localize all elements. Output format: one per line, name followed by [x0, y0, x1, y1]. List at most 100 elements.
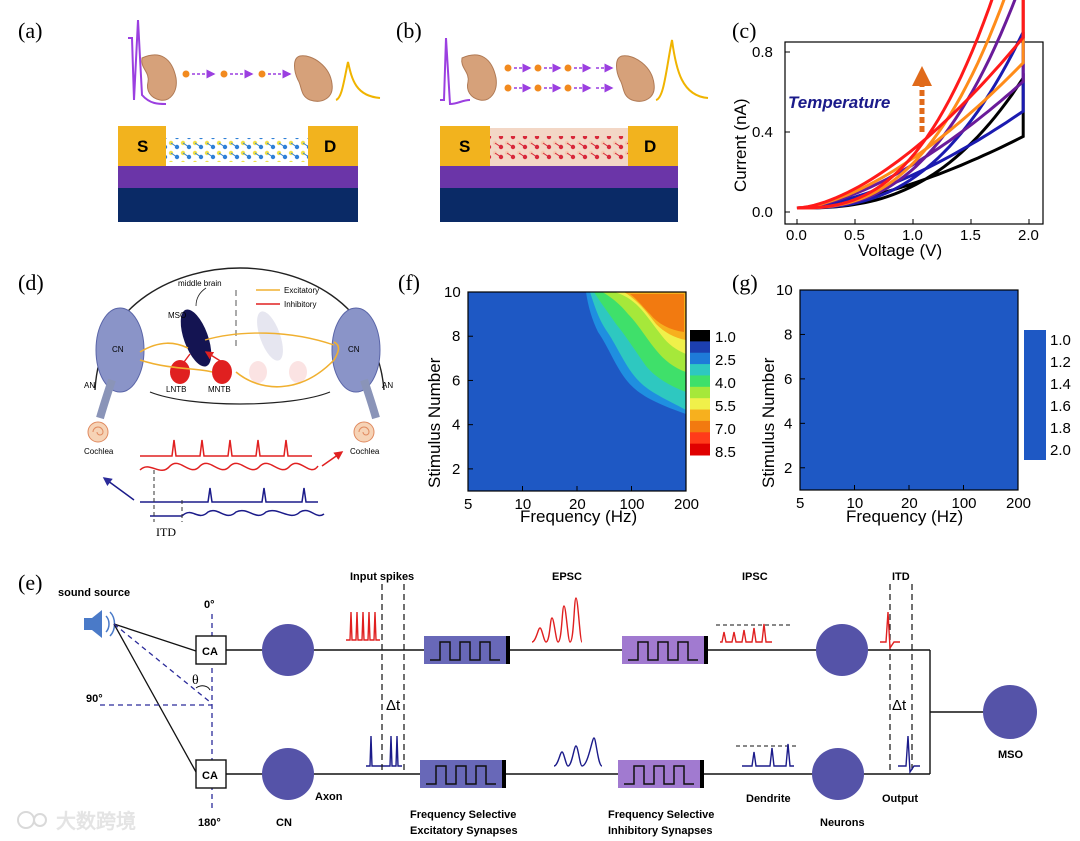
heat-ytick-label: 4	[784, 415, 792, 432]
input-spikes-label: Input spikes	[350, 571, 414, 583]
heatmap-g-plot	[799, 289, 1019, 491]
iv-xtick-label: 1.5	[960, 227, 981, 244]
heat-xtick-label: 20	[901, 495, 918, 512]
lntb-label: LNTB	[166, 385, 186, 394]
neuron-top	[816, 624, 868, 676]
temperature-annotation: Temperature	[788, 93, 890, 112]
iv-xlabel: Voltage (V)	[858, 241, 942, 260]
iv-ticks: 0.00.51.01.52.00.00.40.81.21.6	[752, 44, 1039, 244]
source-label: S	[137, 137, 148, 156]
an-left-label: AN	[84, 381, 95, 390]
colorbar-f-label: 7.0	[715, 421, 736, 438]
iv-xtick-label: 0.0	[786, 227, 807, 244]
angle-180-label: 180°	[198, 817, 221, 829]
iv-ytick-label: 0.4	[752, 124, 773, 141]
watermark-text: 大数跨境	[56, 809, 136, 833]
heat-ytick-label: 4	[452, 417, 460, 434]
dielectric-layer-b	[440, 166, 678, 188]
inhibitory-legend: Inhibitory	[284, 300, 316, 309]
itd-net-label: ITD	[892, 571, 910, 583]
an-right-label: AN	[382, 381, 393, 390]
epsc-trace-bottom	[553, 737, 603, 767]
neuron-terminal-icon	[141, 54, 177, 101]
neuron-terminal-icon-b	[461, 54, 497, 101]
colorbar-f-segment	[690, 432, 710, 445]
cn-left-label: CN	[112, 345, 124, 354]
heatmap-f-ylabel: Stimulus Number	[425, 357, 444, 488]
an-right	[360, 378, 380, 420]
presynaptic-spike-icon-b	[440, 37, 471, 106]
heatmap-g-xlabel: Frequency (Hz)	[846, 507, 963, 526]
blue-spike-train	[140, 487, 318, 503]
colorbar-g-label: 1.2	[1050, 354, 1071, 371]
heat-ytick-label: 6	[784, 371, 792, 388]
presynaptic-spike-icon	[128, 19, 167, 105]
itd-label: ITD	[156, 525, 176, 539]
delta-t-input: Δt	[386, 697, 401, 714]
heatmap-g-colorbar: 1.01.21.41.61.82.0	[1024, 330, 1071, 460]
cochlea-right-icon	[353, 421, 375, 443]
colorbar-g-label: 2.0	[1050, 442, 1071, 459]
red-membrane-trace	[139, 462, 319, 472]
inh-synapse-label-1: Frequency Selective	[608, 809, 714, 821]
inh-synapse-label-2: Inhibitory Synapses	[608, 825, 713, 837]
heat-xtick-label: 20	[569, 496, 586, 513]
2d-channel-blue	[166, 138, 308, 162]
colorbar-g-label: 1.0	[1050, 332, 1071, 349]
ipsc-trace-top	[720, 623, 772, 643]
source-electrode	[118, 126, 166, 166]
heat-xtick-label: 100	[620, 496, 645, 513]
neurons-label: Neurons	[820, 817, 865, 829]
dielectric-layer	[118, 166, 358, 188]
colorbar-f-segment	[690, 409, 710, 422]
colorbar-f-label: 2.5	[715, 352, 736, 369]
panel-label-c: (c)	[732, 18, 756, 43]
panel-label-g: (g)	[732, 270, 758, 295]
an-left	[96, 378, 116, 420]
blue-membrane-trace	[150, 509, 325, 517]
red-spike-train	[140, 439, 312, 457]
heat-ytick-label: 2	[784, 460, 792, 477]
panel-d: CN CN MSO LNTB MNTB middle brain Excitat…	[84, 267, 393, 539]
postsynaptic-neuron-icon-b	[616, 55, 655, 102]
output-spike-top	[880, 611, 900, 651]
heatmap-f-colorbar: 1.02.54.05.57.08.5	[690, 329, 736, 461]
heatmap-f-plot	[468, 292, 686, 491]
iv-curves	[796, 0, 1025, 210]
vesicle-arrows-b	[504, 63, 614, 93]
colorbar-f-segment	[690, 386, 710, 399]
cn-right-label: CN	[348, 345, 360, 354]
iv-plot-frame	[784, 41, 1044, 225]
colorbar-f-label: 5.5	[715, 398, 736, 415]
heat-ytick-label: 8	[784, 326, 792, 343]
iv-ytick-label: 0.0	[752, 204, 773, 221]
heat-xtick-label: 200	[674, 496, 699, 513]
heat-xtick-label: 100	[952, 495, 977, 512]
output-label: Output	[882, 793, 918, 805]
exc-synapse-label-1: Frequency Selective	[410, 809, 516, 821]
colorbar-g-segment	[1024, 330, 1046, 460]
cn-label: CN	[276, 817, 292, 829]
temperature-arrow-icon	[912, 66, 932, 132]
vesicle-arrows	[182, 69, 292, 79]
angle-0-label: 0°	[204, 599, 215, 611]
ipsc-trace-bottom	[742, 743, 794, 767]
cochlea-left-label: Cochlea	[84, 447, 114, 456]
source-label-b: S	[459, 137, 470, 156]
cn-neuron-bottom	[262, 748, 314, 800]
ipsc-label: IPSC	[742, 571, 768, 583]
ca-top-label: CA	[202, 646, 218, 658]
mso-neuron	[983, 685, 1037, 739]
colorbar-f-label: 1.0	[715, 329, 736, 346]
axon-label: Axon	[315, 791, 343, 803]
heat-xtick-label: 5	[464, 496, 472, 513]
ca-bottom-label: CA	[202, 770, 218, 782]
colorbar-g-label: 1.4	[1050, 376, 1071, 393]
heat-xtick-label: 200	[1006, 495, 1031, 512]
panel-b: S D	[440, 37, 709, 222]
colorbar-f-segment	[690, 398, 710, 411]
postsynaptic-response-icon-b	[655, 39, 709, 101]
